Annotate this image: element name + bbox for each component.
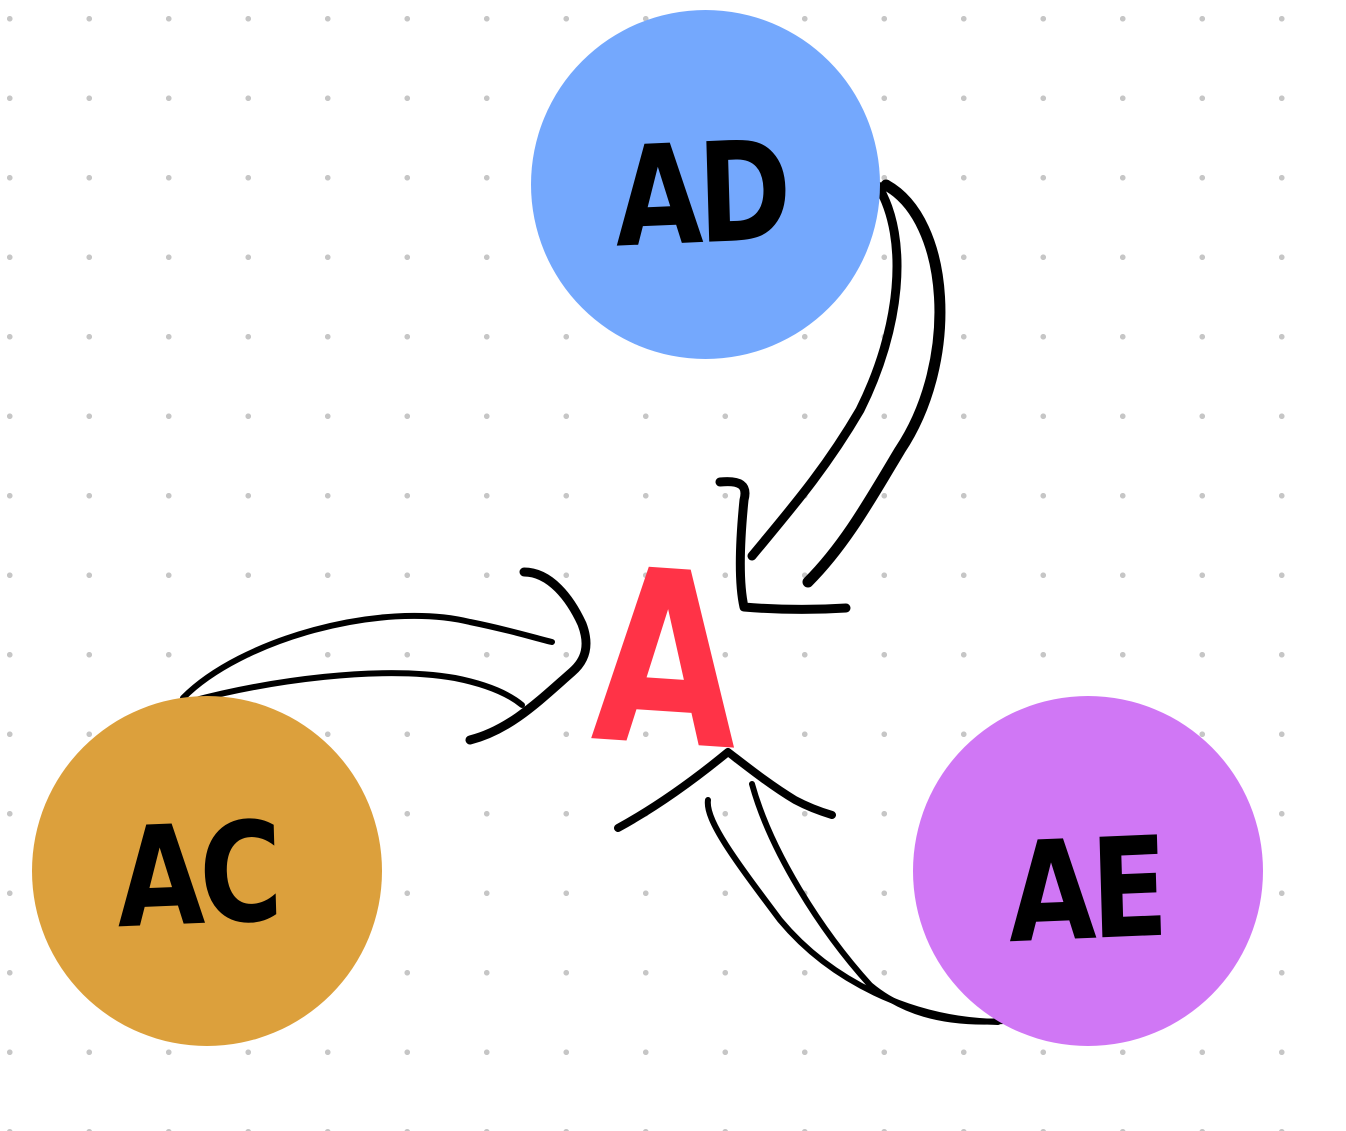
arrow-ac-to-a-head [465,567,591,745]
node-ae: AE [913,696,1263,1046]
node-ac-label: AC [114,791,280,960]
node-ad-label: AD [612,109,789,279]
node-ad: AD [531,10,880,359]
arrow-ae-to-a-shaft-inner [704,797,1001,1025]
node-ac: AC [32,696,382,1046]
arrow-ad-to-a [715,179,946,614]
arrow-ad-to-a-head [715,477,851,614]
arrow-ad-to-a-shaft-inner [747,181,902,561]
arrow-ad-to-a-shaft-outer [802,179,946,588]
arrow-ac-to-a [180,567,591,745]
node-ae-label: AE [1005,806,1166,975]
arrow-ac-to-a-shaft-lower [185,670,525,708]
arrow-ac-to-a-shaft-upper [180,612,555,701]
arrow-ae-to-a [614,748,1007,1025]
center-node-a-label: A [587,515,745,805]
arrow-ae-to-a-head [614,748,836,832]
